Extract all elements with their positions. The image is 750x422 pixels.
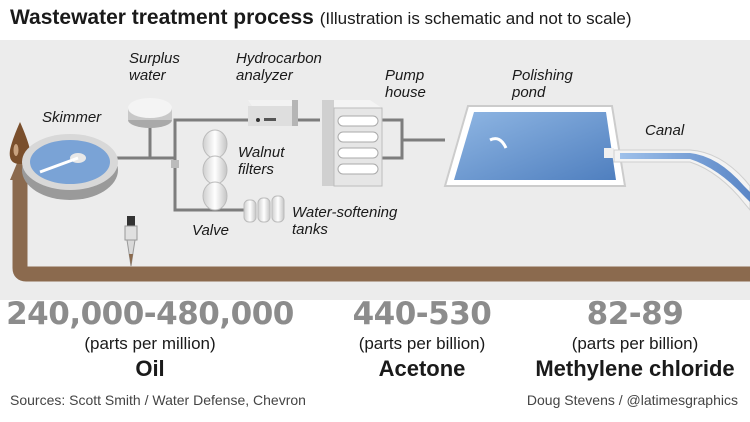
skimmer [22, 134, 118, 200]
footer-credit: Doug Stevens / @latimesgraphics [526, 392, 738, 408]
process-diagram: Skimmer Surplus water Hydrocarbon analyz… [0, 40, 750, 300]
stat-methylene-chloride-range: 82-89 [586, 296, 684, 332]
stat-oil: 240,000-480,000 (parts per million) Oil [0, 296, 300, 382]
stat-acetone-name: Acetone [378, 356, 466, 381]
label-water-softening-tanks: Water-softening tanks [292, 204, 398, 238]
stat-oil-unit: (parts per million) [84, 334, 216, 353]
stat-acetone-unit: (parts per billion) [358, 334, 486, 353]
valve-icon [171, 160, 179, 168]
label-pump-house: Pump house [385, 67, 426, 101]
hydrocarbon-analyzer [248, 100, 298, 126]
label-walnut-filters: Walnut filters [238, 144, 285, 178]
stat-acetone: 440-530 (parts per billion) Acetone [322, 296, 522, 382]
polishing-pond [443, 105, 627, 187]
stat-acetone-range: 440-530 [352, 296, 492, 332]
footer-sources: Sources: Scott Smith / Water Defense, Ch… [10, 392, 306, 408]
process-illustration [9, 98, 750, 282]
label-surplus-water: Surplus water [129, 50, 180, 84]
dropper-icon [124, 216, 138, 267]
stat-methylene-chloride-unit: (parts per billion) [571, 334, 699, 353]
stat-methylene-chloride-name: Methylene chloride [535, 356, 735, 381]
label-skimmer: Skimmer [42, 109, 102, 126]
label-polishing-pond: Polishing pond [512, 67, 573, 101]
stat-oil-range: 240,000-480,000 [6, 296, 294, 332]
label-valve: Valve [192, 222, 229, 239]
stat-methylene-chloride: 82-89 (parts per billion) Methylene chlo… [520, 296, 750, 382]
stat-oil-name: Oil [135, 356, 165, 381]
title-subtitle: (Illustration is schematic and not to sc… [319, 9, 632, 28]
label-hydrocarbon-analyzer: Hydrocarbon analyzer [236, 50, 322, 84]
walnut-filters [202, 129, 228, 211]
surplus-water-tank [128, 98, 172, 128]
pump-house [322, 100, 383, 187]
water-softening-tanks [243, 195, 285, 223]
oil-return-pipe [12, 180, 750, 282]
title-main: Wastewater treatment process [10, 6, 314, 29]
label-canal: Canal [645, 122, 685, 139]
canal [613, 149, 750, 211]
page-title: Wastewater treatment process (Illustrati… [10, 6, 632, 30]
